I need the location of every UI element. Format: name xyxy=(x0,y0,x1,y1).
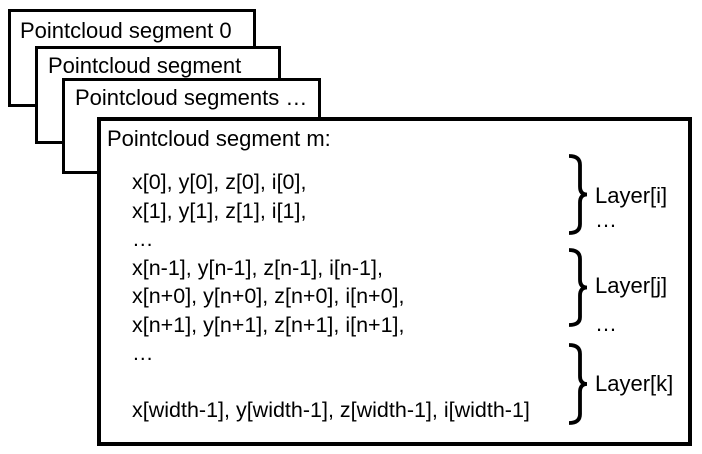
data-line: x[n+1], y[n+1], z[n+1], i[n+1], xyxy=(132,312,405,337)
data-line: x[width-1], y[width-1], z[width-1], i[wi… xyxy=(132,398,530,422)
segment-card-1-label: Pointcloud segment xyxy=(48,53,242,78)
layer-j-label: Layer[j] xyxy=(595,273,668,298)
data-line-ellipsis: … xyxy=(132,341,154,365)
data-line: x[n+0], y[n+0], z[n+0], i[n+0], xyxy=(132,284,405,308)
layer-j-ellipsis: … xyxy=(595,311,617,336)
data-line-ellipsis: … xyxy=(132,227,154,251)
layer-i-label: Layer[i] xyxy=(595,183,668,208)
point-data-lines: x[0], y[0], z[0], i[0], x[1], y[1], z[1]… xyxy=(132,168,530,425)
data-line: x[0], y[0], z[0], i[0], xyxy=(132,170,307,194)
layer-k-brace-icon xyxy=(568,343,588,425)
layer-j-brace-icon xyxy=(568,248,588,327)
segment-detail-title: Pointcloud segment m: xyxy=(107,126,331,151)
data-line: x[1], y[1], z[1], i[1], xyxy=(132,198,307,223)
segment-card-ellipsis-label: Pointcloud segments … xyxy=(75,85,308,110)
layer-k-label: Layer[k] xyxy=(595,371,674,396)
layer-i-brace-icon xyxy=(568,154,588,235)
data-line-blank xyxy=(132,368,530,397)
segment-detail-card: Pointcloud segment m: x[0], y[0], z[0], … xyxy=(97,117,692,446)
segment-card-0-label: Pointcloud segment 0 xyxy=(20,18,232,43)
data-line: x[n-1], y[n-1], z[n-1], i[n-1], xyxy=(132,255,383,280)
layer-i-ellipsis: … xyxy=(595,207,617,232)
